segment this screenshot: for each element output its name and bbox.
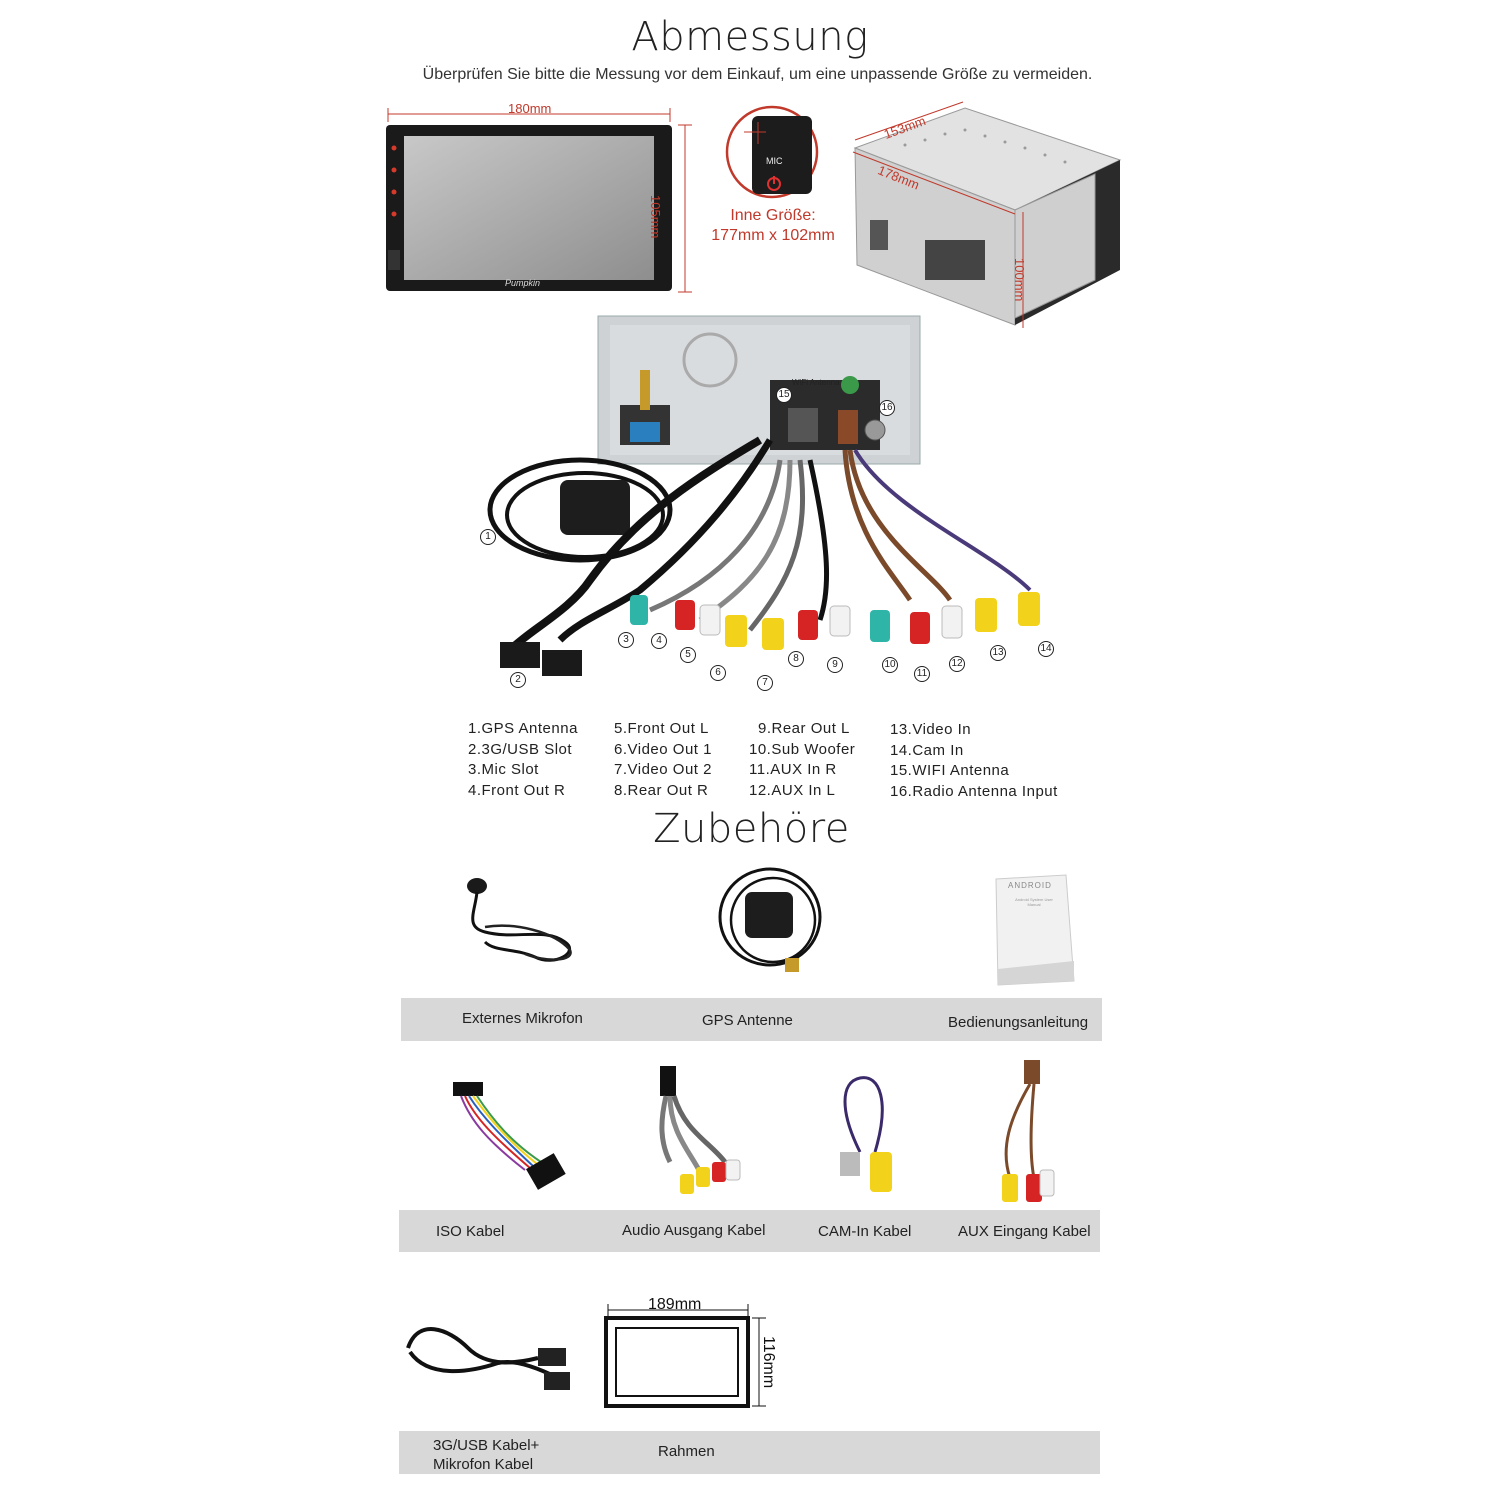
caption-iso-cable: ISO Kabel [436, 1223, 505, 1240]
microphone-image [455, 872, 585, 977]
gps-antenna-drawing [718, 867, 822, 972]
gps-antenna-image [715, 862, 835, 982]
marker-5: 5 [680, 647, 696, 663]
mic-label: MIC [766, 156, 783, 166]
legend-column-4: 13.Video In 14.Cam In 15.WIFI Antenna 16… [890, 720, 1058, 802]
legend-item: 15.WIFI Antenna [890, 762, 1010, 779]
front-view-drawing [386, 108, 692, 293]
usb-mic-cable-drawing [406, 1327, 570, 1390]
marker-10: 10 [882, 657, 898, 673]
legend-item: 14.Cam In [890, 741, 964, 759]
iso-cable-drawing [453, 1082, 566, 1190]
usb-mic-cable-image [398, 1318, 576, 1396]
marker-11: 11 [914, 666, 930, 682]
chassis-view: 153mm 178mm 100mm [845, 100, 1125, 330]
connector-diagram: WiFi Antenna 1 2 3 4 5 6 7 8 9 10 11 12 … [470, 310, 1090, 700]
marker-4: 4 [651, 633, 667, 649]
manual-subtitle: Android System User Manual [1015, 897, 1053, 907]
legend-item: 12.AUX In L [749, 781, 836, 799]
depth-height-dimension: 100mm [1012, 258, 1027, 302]
caption-usb-mic-line1: 3G/USB Kabel+ [433, 1437, 540, 1454]
inner-size: Inne Größe: 177mm x 102mm [700, 206, 846, 246]
legend-item: 2.3G/USB Slot [468, 740, 573, 758]
manual-image: ANDROID Android System User Manual [990, 873, 1076, 988]
legend-column-3: 9.Rear Out L 10.Sub Woofer 11.AUX In R 1… [749, 719, 855, 801]
microphone-drawing [467, 878, 572, 962]
accessories-band-3 [399, 1431, 1100, 1474]
page-subtitle: Überprüfen Sie bitte die Messung vor dem… [422, 66, 1093, 83]
marker-3: 3 [618, 632, 634, 648]
mic-detail-drawing [725, 105, 819, 199]
wifi-antenna-label: WiFi Antenna [792, 378, 840, 387]
marker-6: 6 [710, 665, 726, 681]
aux-in-cable-image [990, 1058, 1060, 1206]
marker-9: 9 [827, 657, 843, 673]
marker-15: 15 [776, 387, 792, 403]
brand-logo: Pumpkin [505, 278, 541, 288]
legend-item: 7.Video Out 2 [614, 761, 712, 778]
marker-16: 16 [879, 400, 895, 416]
legend-item: 10.Sub Woofer [749, 740, 856, 758]
legend-item: 9.Rear Out L [758, 720, 850, 737]
marker-2: 2 [510, 672, 526, 688]
legend-item: 4.Front Out R [468, 781, 566, 799]
iso-cable-image [445, 1078, 570, 1193]
frame-drawing [604, 1304, 766, 1408]
legend-item: 8.Rear Out R [614, 781, 709, 799]
legend-item: 5.Front Out L [614, 720, 709, 737]
legend-item: 16.Radio Antenna Input [890, 782, 1058, 800]
caption-audio-out-cable: Audio Ausgang Kabel [622, 1222, 766, 1239]
accessories-title: Zubehöre [653, 806, 850, 852]
connector-drawing [487, 315, 1040, 676]
legend-column-2: 5.Front Out L 6.Video Out 1 7.Video Out … [614, 719, 712, 801]
caption-usb-mic-cable: 3G/USB Kabel+ Mikrofon Kabel [433, 1436, 539, 1474]
legend-item: 11.AUX In R [749, 761, 837, 778]
manual-brand: ANDROID [1008, 881, 1052, 890]
inner-size-value: 177mm x 102mm [711, 227, 835, 244]
caption-gps-antenna: GPS Antenne [702, 1012, 793, 1029]
width-dimension: 180mm [508, 101, 552, 116]
cam-in-cable-image [830, 1072, 910, 1202]
audio-out-cable-image [640, 1062, 750, 1197]
caption-cam-in-cable: CAM-In Kabel [818, 1223, 912, 1240]
legend-item: 6.Video Out 1 [614, 740, 712, 758]
chassis-drawing [852, 101, 1122, 328]
legend-item: 1.GPS Antenna [468, 720, 578, 737]
marker-8: 8 [788, 651, 804, 667]
legend-item: 3.Mic Slot [468, 761, 539, 778]
cam-in-cable-drawing [840, 1076, 892, 1192]
marker-1: 1 [480, 529, 496, 545]
audio-out-cable-drawing [659, 1066, 741, 1194]
page-title: Abmessung [631, 14, 869, 60]
frame-height-dimension: 116mm [760, 1336, 777, 1389]
inner-size-label: Inne Größe: [730, 207, 816, 224]
mic-detail: MIC [722, 104, 826, 200]
marker-7: 7 [757, 675, 773, 691]
caption-aux-in-cable: AUX Eingang Kabel [958, 1223, 1091, 1240]
marker-14: 14 [1038, 641, 1054, 657]
caption-external-mic: Externes Mikrofon [462, 1010, 583, 1027]
marker-12: 12 [949, 656, 965, 672]
height-dimension: 105mm [648, 195, 663, 239]
caption-usb-mic-line2: Mikrofon Kabel [433, 1456, 534, 1473]
manual-drawing [995, 874, 1075, 986]
aux-in-cable-drawing [1002, 1060, 1055, 1202]
caption-frame: Rahmen [658, 1443, 715, 1460]
legend-item: 13.Video In [890, 721, 972, 738]
accessories-band-1 [401, 998, 1102, 1041]
marker-13: 13 [990, 645, 1006, 661]
frame-image: 189mm 116mm [600, 1296, 780, 1411]
front-view: 180mm 105mm Pumpkin [380, 100, 710, 300]
caption-manual: Bedienungsanleitung [948, 1014, 1089, 1031]
accessories-band-2 [399, 1210, 1100, 1252]
frame-width-dimension: 189mm [648, 1296, 702, 1313]
legend-column-1: 1.GPS Antenna 2.3G/USB Slot 3.Mic Slot 4… [468, 719, 578, 801]
